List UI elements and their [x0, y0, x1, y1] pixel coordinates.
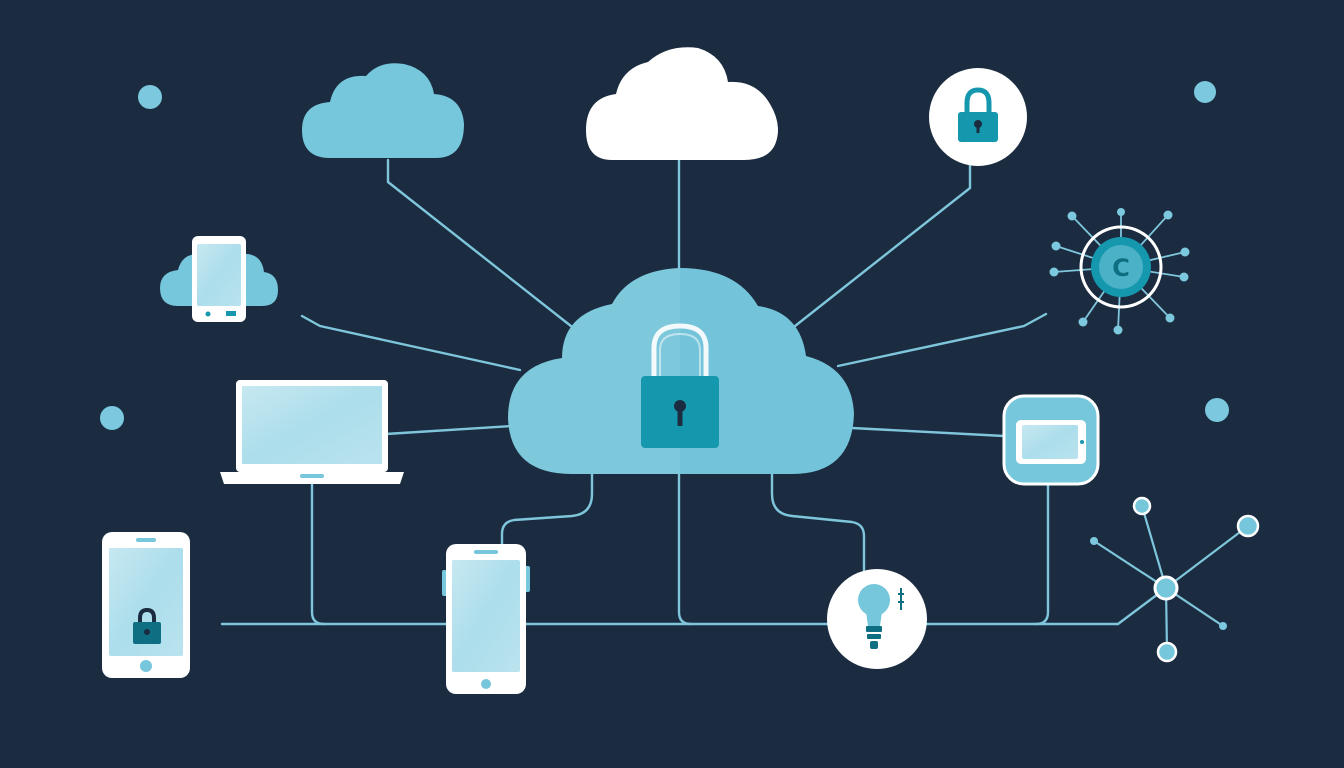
locked-phone-keyhole-icon: [144, 629, 150, 635]
dot-icon: [138, 85, 162, 109]
lightbulb-base: [866, 626, 882, 632]
endpoint-dot-icon: [1180, 247, 1190, 257]
network-endpoint-icon: [1134, 498, 1150, 514]
link-cloud-phone: [300, 314, 522, 372]
cloud-icon: [302, 63, 464, 159]
endpoint-dot-icon: [1067, 211, 1077, 221]
connection-lines: [220, 158, 1168, 626]
central-padlock-shackle: [651, 323, 709, 380]
tablet-device: [1002, 394, 1100, 486]
central-keyhole-slot: [677, 406, 683, 426]
crypto-hub-inner: [1099, 245, 1143, 289]
link-tablet-bus: [1034, 482, 1050, 626]
network-node-icon: [1155, 577, 1177, 599]
top-left-cloud: [302, 63, 464, 159]
endpoint-dot-icon: [1165, 313, 1175, 323]
spoke-line: [1093, 540, 1167, 589]
endpoint-dot-icon: [1117, 208, 1125, 216]
top-white-cloud: [586, 47, 778, 160]
link-lightbulb: [770, 470, 866, 576]
crypto-hub-label: C: [1112, 254, 1130, 282]
endpoint-dot-icon: [1179, 272, 1189, 282]
link-crypto-hub: [836, 312, 1048, 368]
smartphone-gloss: [452, 560, 520, 672]
central-padlock-shackle-inner: [659, 332, 701, 380]
locked-phone: [102, 532, 190, 678]
cloud-icon: [586, 47, 778, 160]
cloud-phone-button-icon: [205, 311, 211, 317]
lock-circle: [929, 68, 1027, 166]
decorative-dots: [100, 81, 1229, 430]
laptop-screen-gloss: [242, 386, 382, 464]
cloud-phone: [160, 236, 278, 322]
endpoint-dot-icon: [1078, 317, 1088, 327]
link-center-bus: [677, 470, 693, 626]
network-endpoint-icon: [1238, 516, 1258, 536]
spoke-line: [1165, 525, 1249, 589]
lightbulb-base-2: [867, 634, 881, 639]
tablet-screen-gloss: [1022, 425, 1078, 459]
endpoint-dot-icon: [1113, 325, 1123, 335]
dot-icon: [100, 406, 124, 430]
crypto-hub: C: [1049, 208, 1190, 335]
link-top-left-cloud: [386, 158, 578, 332]
endpoint-dot-icon: [1163, 210, 1173, 220]
endpoint-dot-icon: [1051, 241, 1061, 251]
locked-phone-shackle: [138, 607, 156, 624]
smartphone-home-button-icon: [481, 679, 491, 689]
cloud-lock-icon: [508, 268, 854, 474]
lightbulb-circle: [827, 569, 927, 669]
keyhole-slot: [976, 124, 980, 133]
endpoint-dot-icon: [1049, 267, 1059, 277]
locked-phone-speaker: [136, 538, 156, 542]
network-endpoint-ring: [1156, 641, 1178, 663]
locked-phone-home-button-icon: [140, 660, 152, 672]
lightbulb-tip: [870, 641, 878, 649]
network-endpoint-icon: [1158, 643, 1176, 661]
crypto-hub-ring: [1079, 225, 1163, 309]
network-endpoint-ring: [1132, 496, 1152, 516]
tablet-frame-border: [1002, 394, 1100, 486]
smartphone: [442, 544, 530, 694]
link-tablet: [850, 426, 1006, 438]
dot-icon: [1205, 398, 1229, 422]
tablet-button-icon: [1080, 440, 1084, 444]
laptop: [220, 380, 404, 484]
padlock-shackle: [964, 87, 992, 114]
dot-icon: [1194, 81, 1216, 103]
locked-phone-gloss: [109, 548, 183, 656]
link-laptop-bus: [310, 482, 326, 626]
network-endpoint-icon: [1090, 537, 1098, 545]
link-smartphone: [500, 470, 594, 548]
cloud-phone-gloss: [197, 244, 241, 306]
central-cloud-sheen: [508, 268, 680, 474]
smartphone-speaker: [474, 550, 498, 554]
network-hub: [1090, 496, 1260, 663]
crypto-hub-endpoints: [1049, 208, 1190, 335]
lightbulb-icon: [858, 584, 890, 616]
lightbulb-spark-icon: [898, 588, 904, 610]
link-lock-circle: [788, 162, 972, 332]
lightbulb-neck: [866, 612, 882, 626]
spoke-line: [1140, 505, 1168, 589]
network-endpoint-icon: [1219, 622, 1227, 630]
laptop-notch: [300, 474, 324, 478]
central-cloud: [508, 268, 854, 474]
link-laptop: [384, 424, 514, 436]
cloud-phone-bar: [226, 311, 236, 316]
network-node-ring: [1153, 575, 1179, 601]
network-endpoint-ring: [1236, 514, 1260, 538]
